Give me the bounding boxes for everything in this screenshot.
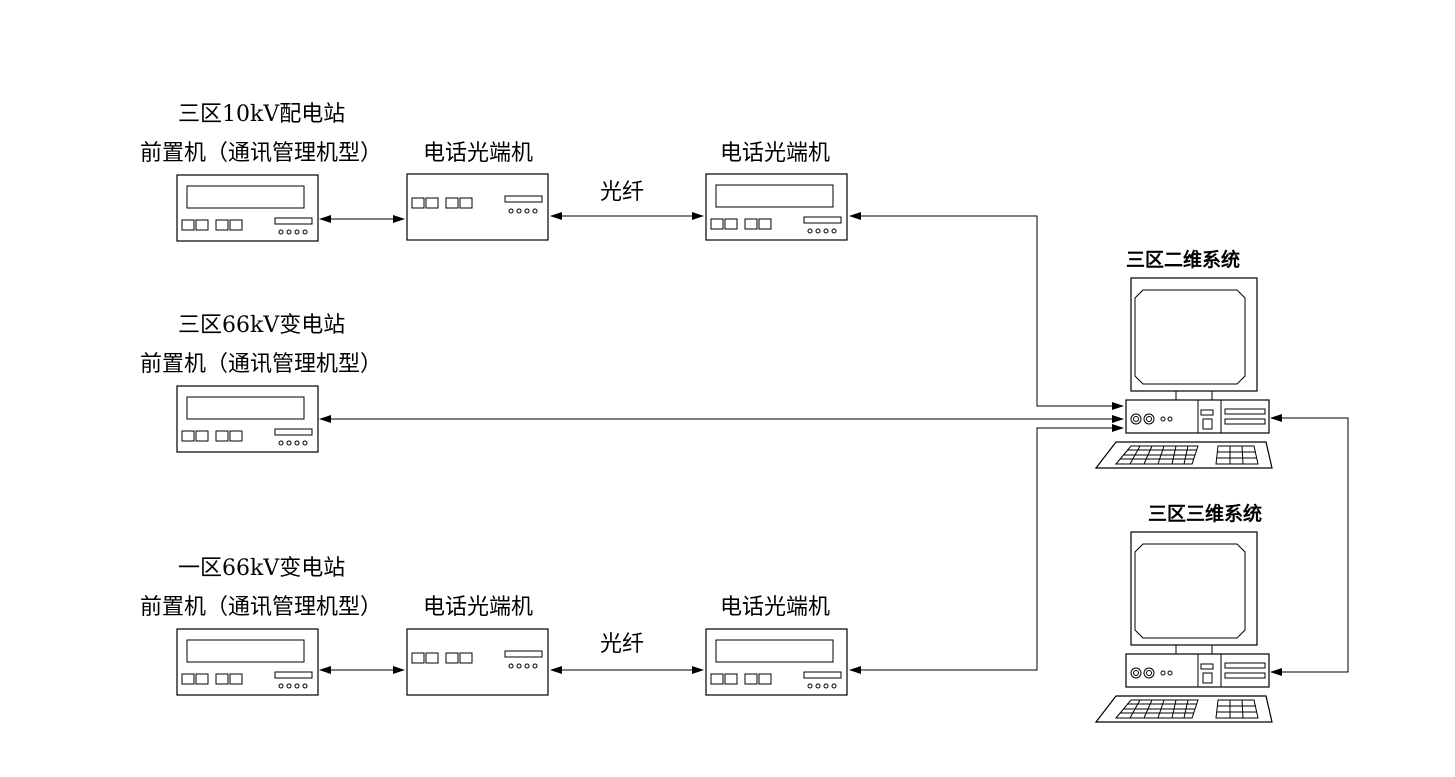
row1-terminal-left-label: 电话光端机: [423, 141, 533, 166]
row1-optical-terminal-left: [406, 173, 549, 241]
system-2d-to-3d-link: [1270, 414, 1349, 676]
row1-to-2d-system-link: [849, 212, 1124, 410]
row3-fiber-label: 光纤: [600, 632, 644, 657]
row1-terminal-right-label: 电话光端机: [720, 141, 830, 166]
row3-to-2d-system-link: [849, 424, 1124, 674]
system-2d-computer: [1095, 277, 1273, 469]
station3-name-label: 一区66kV变电站: [178, 556, 345, 581]
station2-name-label: 三区66kV变电站: [178, 313, 345, 338]
row1-fiber-label: 光纤: [600, 180, 644, 205]
station1-name-label: 三区10kV配电站: [178, 102, 345, 127]
station1-type-label: 前置机（通讯管理机型）: [140, 141, 382, 166]
row3-optical-terminal-right: [705, 628, 848, 696]
row3-terminal-left-label: 电话光端机: [423, 595, 533, 620]
station1-front-end-device: [176, 174, 319, 242]
station3-front-end-device: [176, 628, 319, 696]
row3-terminal-right-label: 电话光端机: [720, 595, 830, 620]
station3-type-label: 前置机（通讯管理机型）: [140, 595, 382, 620]
system-3d-computer: [1095, 531, 1273, 723]
system-2d-label: 三区二维系统: [1126, 248, 1240, 271]
system-3d-label: 三区三维系统: [1148, 502, 1262, 525]
station2-type-label: 前置机（通讯管理机型）: [140, 352, 382, 377]
row1-optical-terminal-right: [705, 173, 848, 241]
row3-optical-terminal-left: [406, 628, 549, 696]
station2-front-end-device: [176, 385, 319, 453]
